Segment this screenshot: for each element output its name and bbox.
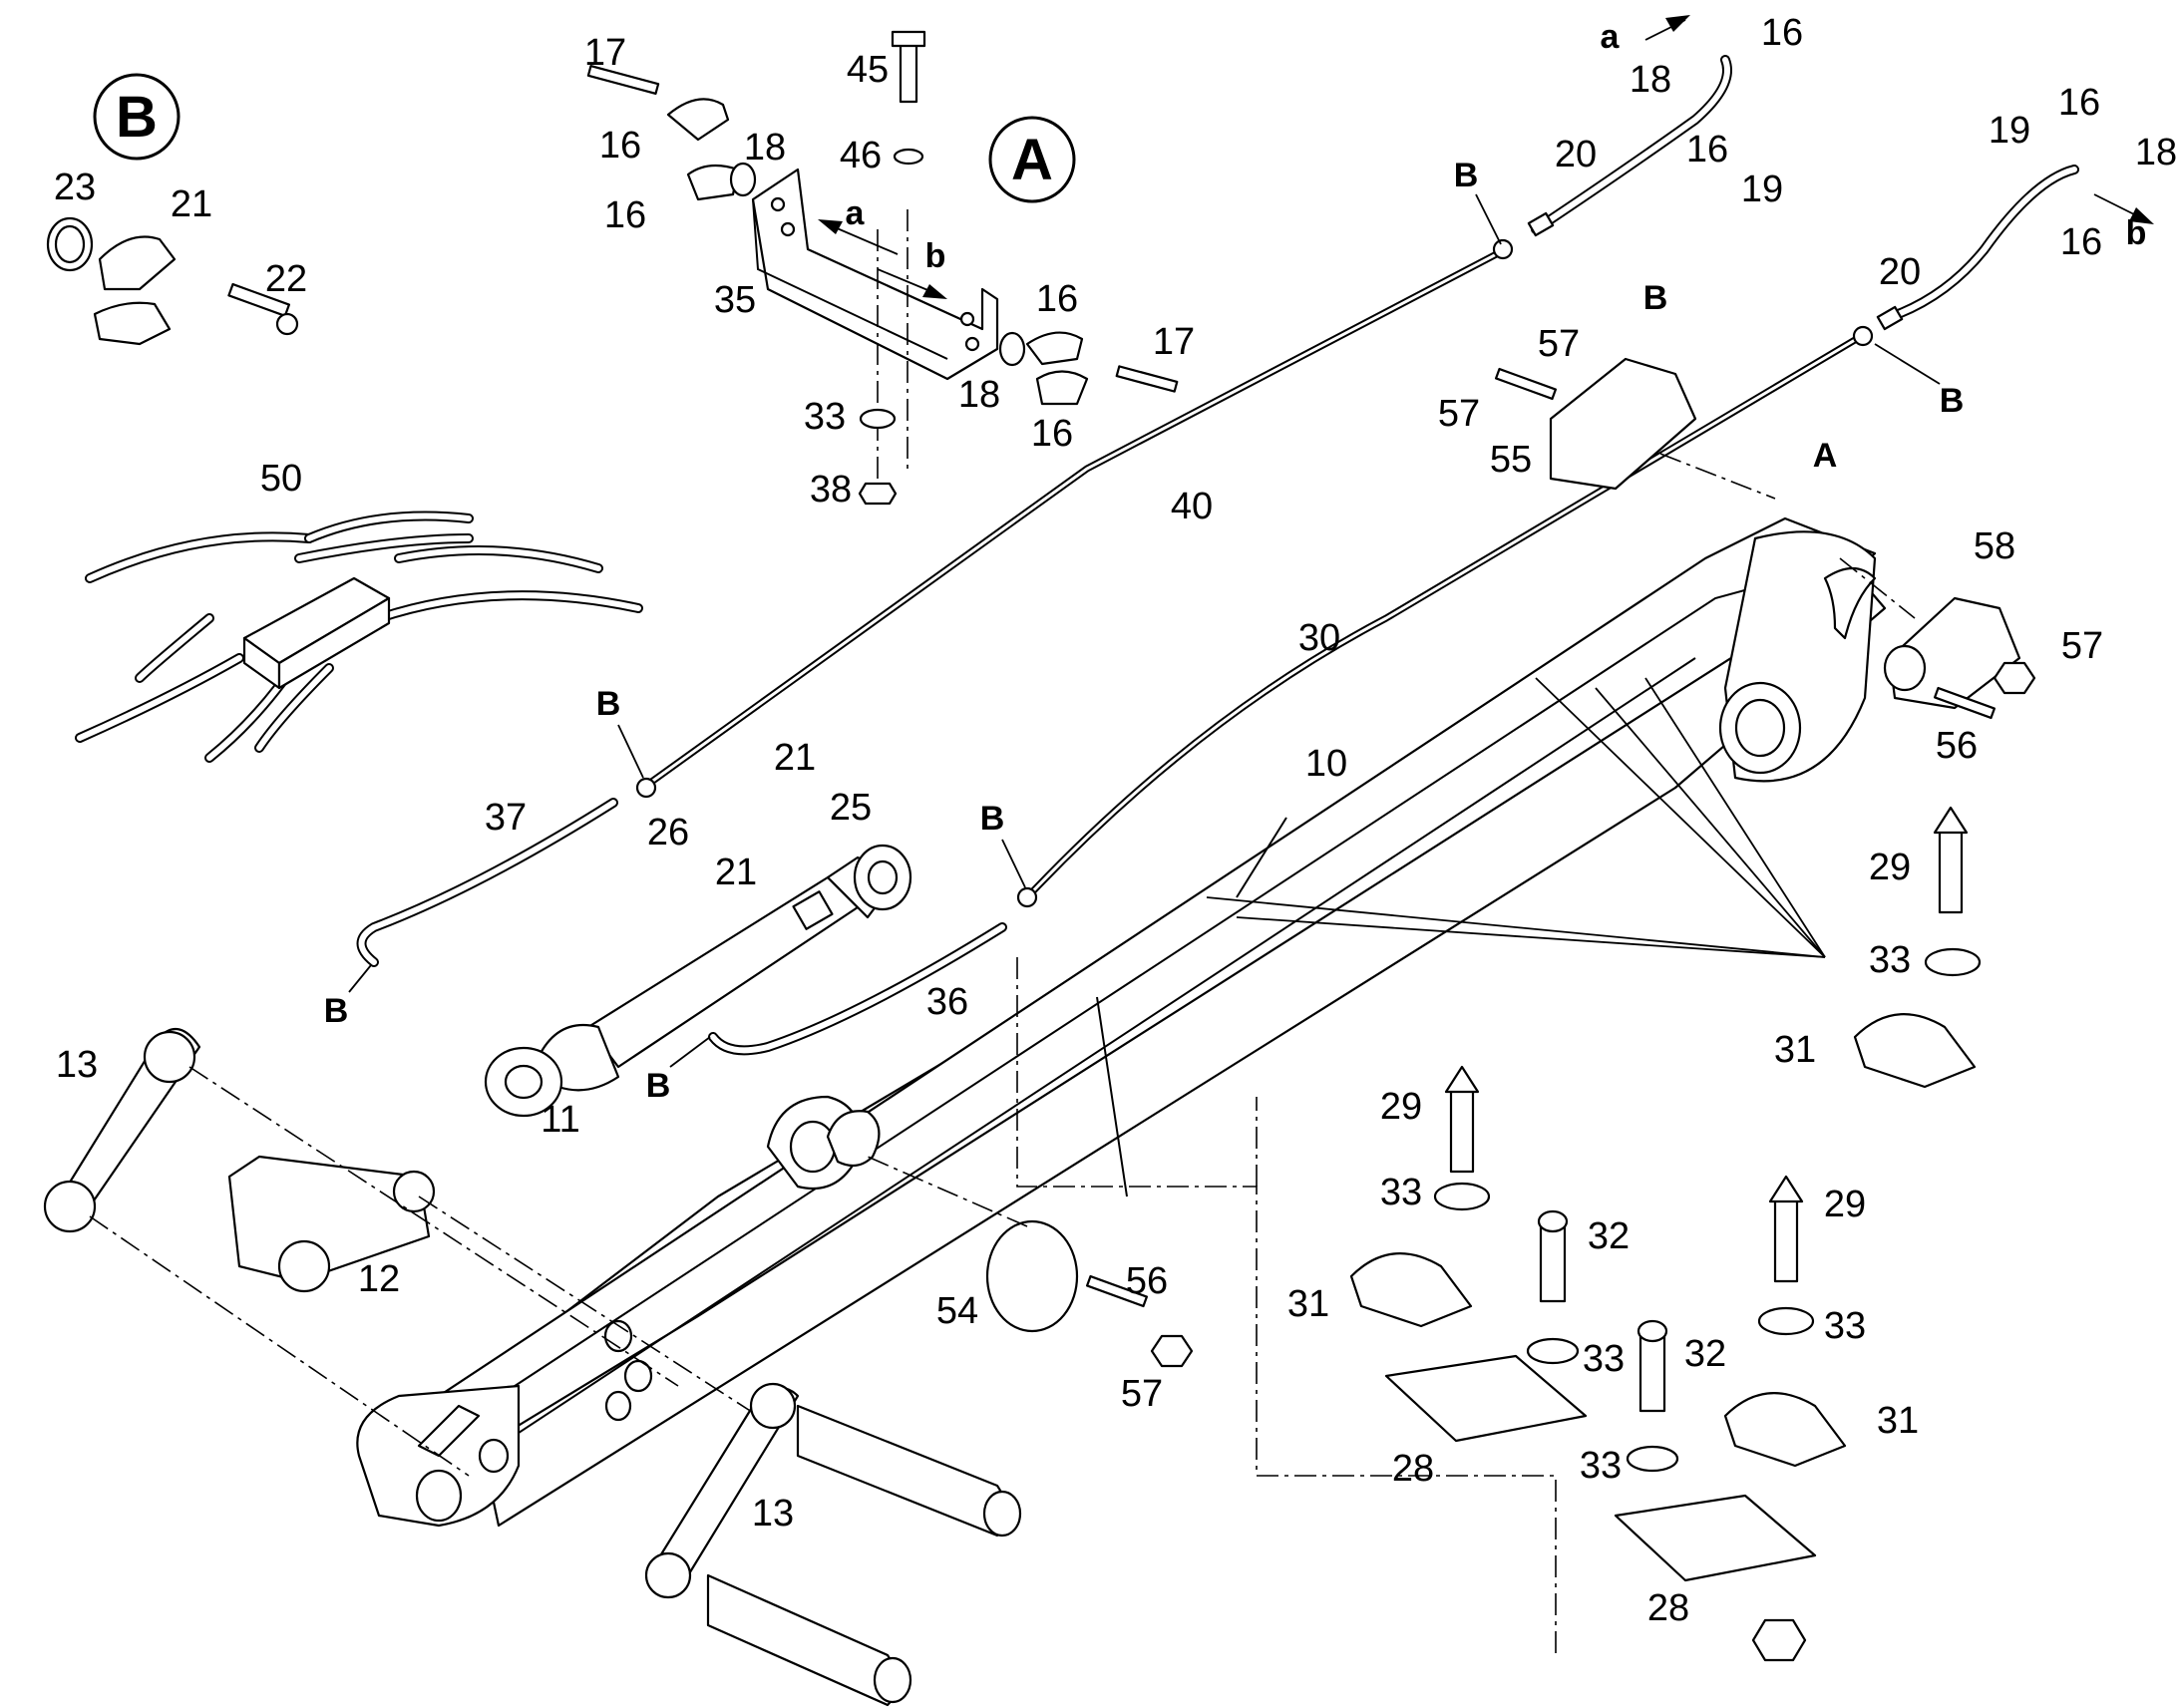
hydraulic-cylinder: [484, 844, 912, 1118]
part-label-18: 18: [744, 127, 786, 169]
part-label-54: 54: [936, 1290, 978, 1332]
part-label-16: 16: [2058, 82, 2100, 124]
part-label-28: 28: [1392, 1448, 1434, 1490]
part-label-13: 13: [56, 1044, 98, 1086]
part-label-32: 32: [1588, 1215, 1630, 1257]
part-label-29: 29: [1824, 1184, 1866, 1225]
part-label-19: 19: [1989, 110, 2030, 152]
detail-a-letter: A: [1011, 128, 1053, 192]
part-label-21: 21: [171, 183, 212, 225]
part-label-20: 20: [1879, 251, 1921, 293]
cover-plates: [867, 357, 2036, 1368]
ref-leaders: [348, 15, 2154, 1068]
part-labels: B A a b a b A 23 21 22 17 16 16 18 45 46…: [54, 12, 2177, 1629]
part-label-56: 56: [1126, 1260, 1168, 1302]
part-label-12: 12: [358, 1258, 400, 1300]
part-label-28: 28: [1647, 1587, 1689, 1629]
part-label-30: 30: [1298, 617, 1340, 659]
connection-a-label-top: a: [1601, 18, 1621, 56]
part-label-16: 16: [604, 194, 646, 236]
part-label-13: 13: [752, 1493, 794, 1535]
connection-b-label-right: b: [2126, 214, 2147, 252]
part-label-57: 57: [1538, 323, 1580, 365]
part-label-33: 33: [1580, 1445, 1622, 1487]
part-label-33: 33: [1583, 1338, 1625, 1380]
part-label-57: 57: [1121, 1373, 1163, 1415]
part-label-11: 11: [541, 1099, 579, 1141]
detail-b-letter: B: [116, 85, 158, 150]
detail-b-callout-circle: [93, 73, 181, 161]
part-label-16: 16: [2060, 221, 2102, 263]
part-label-57: 57: [1438, 393, 1480, 435]
ref-b-label: B: [1643, 279, 1668, 317]
clamp-leader-lines: [1206, 677, 1826, 958]
part-label-16: 16: [1031, 413, 1073, 455]
part-label-25: 25: [830, 787, 872, 829]
detail-a-callout-circle: [988, 116, 1076, 203]
part-label-33: 33: [1824, 1305, 1866, 1347]
pipe-clamp-groups: [1016, 806, 1982, 1662]
bracket-assembly: [586, 30, 1179, 506]
part-label-58: 58: [1974, 525, 2015, 567]
part-label-29: 29: [1869, 847, 1911, 888]
ref-b-label: B: [1940, 382, 1965, 420]
part-label-16: 16: [599, 125, 641, 167]
part-label-20: 20: [1555, 134, 1597, 175]
ref-b-label: B: [1454, 157, 1479, 194]
part-label-33: 33: [804, 396, 846, 438]
part-label-31: 31: [1877, 1400, 1919, 1442]
part-label-17: 17: [1153, 321, 1195, 363]
part-label-45: 45: [847, 49, 889, 91]
part-label-31: 31: [1774, 1029, 1816, 1071]
valve-block-assembly: [75, 511, 643, 763]
connection-b-label: b: [925, 237, 946, 275]
hydraulic-pipes: [356, 55, 2079, 1056]
part-label-17: 17: [584, 32, 626, 74]
part-label-18: 18: [1630, 59, 1671, 101]
part-label-21: 21: [715, 852, 757, 893]
part-label-21: 21: [774, 737, 816, 779]
part-label-56: 56: [1936, 725, 1978, 767]
connection-a-label: a: [846, 194, 866, 232]
ref-b-label: B: [980, 800, 1005, 838]
part-label-55: 55: [1490, 439, 1532, 481]
part-label-16: 16: [1686, 129, 1728, 171]
link-and-pin-parts: [43, 1027, 1022, 1707]
part-label-19: 19: [1741, 169, 1783, 210]
part-label-22: 22: [265, 258, 307, 300]
part-label-16: 16: [1036, 278, 1078, 320]
part-label-32: 32: [1684, 1333, 1726, 1375]
part-label-37: 37: [485, 797, 527, 839]
part-label-18: 18: [958, 374, 1000, 416]
part-label-33: 33: [1380, 1172, 1422, 1213]
part-label-38: 38: [810, 469, 852, 511]
part-label-29: 29: [1380, 1086, 1422, 1128]
part-label-33: 33: [1869, 939, 1911, 981]
part-label-16: 16: [1761, 12, 1803, 54]
part-label-46: 46: [840, 135, 882, 176]
part-label-10: 10: [1305, 743, 1347, 785]
part-label-36: 36: [926, 981, 968, 1023]
part-label-57: 57: [2061, 625, 2103, 667]
ref-b-label: B: [596, 685, 621, 723]
detail-b-clamp: [46, 216, 299, 346]
arm-assembly: [356, 516, 1887, 1528]
part-label-31: 31: [1287, 1283, 1329, 1325]
part-label-23: 23: [54, 167, 96, 208]
part-label-18: 18: [2135, 132, 2177, 173]
part-label-50: 50: [260, 458, 302, 500]
arm-ref-a: A: [1813, 437, 1838, 475]
ref-b-label: B: [324, 992, 349, 1030]
part-label-35: 35: [714, 279, 756, 321]
part-label-40: 40: [1171, 486, 1213, 527]
ref-b-label: B: [646, 1067, 671, 1105]
detail-callouts: [93, 73, 1076, 203]
part-label-26: 26: [647, 812, 689, 854]
